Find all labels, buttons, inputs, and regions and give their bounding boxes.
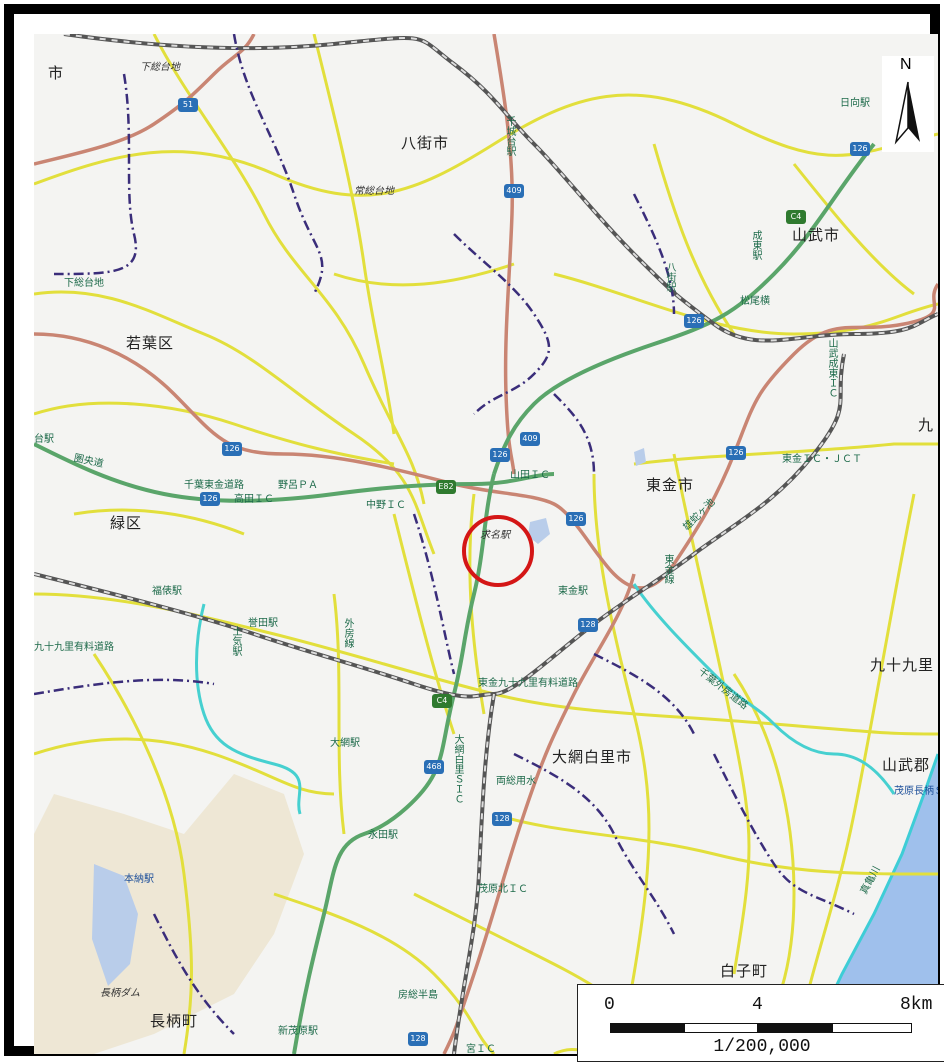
label-nagara-dam: 本納駅 bbox=[124, 874, 154, 885]
label-masaki-river: 茂原長柄ＳＩＣ bbox=[894, 786, 938, 797]
label-station-left: 九十九里有料道路 bbox=[34, 642, 114, 653]
label-okebata-ike: 求名駅 bbox=[480, 530, 510, 541]
administrative-boundaries bbox=[34, 34, 855, 1035]
place-nagara-town: 長柄町 bbox=[150, 1012, 199, 1030]
okebata-pond bbox=[528, 518, 550, 544]
label-honda-station: 福俵駅 bbox=[152, 586, 182, 597]
label-togane-ic-jct: 山田ＩＣ bbox=[510, 470, 550, 481]
map-canvas: 八街市 山武市 若葉区 東金市 緑区 九十九里 大網白里市 山武郡 白子町 長柄… bbox=[34, 34, 938, 1054]
label-ryoso-yosui: 大網白里ＳＩＣ bbox=[452, 734, 463, 804]
route-shield-128c: 128 bbox=[408, 1032, 428, 1046]
east-pond bbox=[634, 448, 646, 466]
scale-segment-3 bbox=[758, 1023, 832, 1033]
route-shield-128b: 128 bbox=[492, 812, 512, 826]
label-matsuo: 日向駅 bbox=[840, 98, 870, 109]
north-label: N bbox=[900, 56, 912, 73]
route-shield-126c: 126 bbox=[222, 442, 242, 456]
north-arrow-icon bbox=[894, 81, 920, 145]
label-ic-left: 台駅 bbox=[34, 434, 54, 445]
place-sammu-city: 山武市 bbox=[792, 226, 841, 244]
scale-mid-label: 4 bbox=[752, 995, 763, 1015]
label-chiba-sotobo-road: 土気駅 bbox=[230, 626, 241, 656]
label-motome-station: 東金ＩＣ・ＪＣＴ bbox=[782, 454, 862, 465]
map-frame: 八街市 山武市 若葉区 東金市 緑区 九十九里 大網白里市 山武郡 白子町 長柄… bbox=[4, 4, 944, 1062]
place-kujukuri: 九十九里 bbox=[870, 656, 935, 674]
label-nakano-ic: 野呂ＰＡ bbox=[278, 480, 318, 491]
label-nono-pa: 高田ＩＣ bbox=[234, 494, 274, 505]
label-togane-station: 東金線 bbox=[662, 554, 673, 584]
scale-segment-1 bbox=[610, 1023, 684, 1033]
label-chishirodai-station: 下総台地 bbox=[64, 278, 104, 289]
label-toke-station: 外房線 bbox=[342, 618, 353, 648]
place-yachimata-city: 八街市 bbox=[401, 134, 450, 152]
place-togane-city: 東金市 bbox=[646, 476, 695, 494]
label-fukutawara-station: 東金駅 bbox=[558, 586, 588, 597]
label-boso-hanto: 長柄ダム bbox=[100, 988, 140, 999]
route-shield-126a: 126 bbox=[850, 142, 870, 156]
route-shield-e82: E82 bbox=[436, 480, 456, 494]
route-shield-51: 51 bbox=[178, 98, 198, 112]
hill-shading bbox=[34, 774, 304, 1054]
label-mobara-nagara-sic: 新茂原駅 bbox=[278, 1026, 318, 1037]
label-shin-mobara-station: 房総半島 bbox=[398, 990, 438, 1001]
north-arrow: N bbox=[882, 56, 934, 152]
route-shield-126f: 126 bbox=[200, 492, 220, 506]
route-shield-126b: 126 bbox=[684, 314, 704, 328]
place-midori-ku: 緑区 bbox=[110, 514, 143, 532]
route-shield-409b: 409 bbox=[520, 432, 540, 446]
label-hyuga-station: 八街駅 bbox=[664, 262, 675, 292]
label-honno-station: 茂原北ＩＣ bbox=[478, 884, 528, 895]
scale-segment-4 bbox=[832, 1023, 912, 1033]
label-sammu-narito-ic: 松尾横 bbox=[740, 296, 770, 307]
label-yachimata-station: 千城台駅 bbox=[504, 116, 515, 156]
map-graphics bbox=[34, 34, 938, 1054]
route-shield-468: 468 bbox=[424, 760, 444, 774]
place-ku-right: 九 bbox=[918, 416, 935, 434]
place-oamishirasato-city: 大網白里市 bbox=[552, 748, 633, 766]
scale-end-label: 8km bbox=[900, 995, 933, 1015]
expressways bbox=[34, 142, 876, 1054]
route-shield-409a: 409 bbox=[504, 184, 524, 198]
route-shield-c4b: C4 bbox=[432, 694, 452, 708]
label-oami-shirasato-sic: 大網駅 bbox=[330, 738, 360, 749]
label-shimousa-daichi-1: 下総台地 bbox=[140, 62, 180, 73]
label-nagata-station: 両総用水 bbox=[496, 776, 536, 787]
toll-roads bbox=[195, 583, 896, 815]
railways bbox=[34, 34, 938, 1054]
label-naruto-station: 山武成東ＩＣ bbox=[826, 338, 837, 398]
route-shield-126e: 126 bbox=[726, 446, 746, 460]
route-shield-c4a: C4 bbox=[786, 210, 806, 224]
place-sammu-gun: 山武郡 bbox=[882, 756, 931, 774]
scale-ratio: 1/200,000 bbox=[713, 1037, 811, 1057]
label-takada-ic: 千葉東金道路 bbox=[184, 480, 244, 491]
place-shi-left: 市 bbox=[48, 64, 65, 82]
sea-area bbox=[804, 754, 938, 1054]
label-sotobo-line: 誉田駅 bbox=[248, 618, 278, 629]
scale-bar: 0 4 8km 1/200,000 bbox=[577, 984, 944, 1062]
scale-segment-2 bbox=[684, 1023, 758, 1033]
label-mo-bottom: 宮ＩＣ bbox=[466, 1044, 496, 1054]
scale-zero-label: 0 bbox=[604, 995, 615, 1015]
route-shield-126d: 126 bbox=[490, 448, 510, 462]
nagara-dam-water bbox=[92, 864, 138, 986]
place-wakaba-ku: 若葉区 bbox=[126, 334, 175, 352]
route-shield-128a: 128 bbox=[578, 618, 598, 632]
label-yamada-ic: 中野ＩＣ bbox=[366, 500, 406, 511]
route-shield-126g: 126 bbox=[566, 512, 586, 526]
target-circle bbox=[462, 515, 534, 587]
label-joso-daichi: 常総台地 bbox=[354, 186, 394, 197]
label-ensokudo: 成東駅 bbox=[750, 230, 761, 260]
label-oami-station: 東金九十九里有料道路 bbox=[478, 678, 578, 689]
place-shirako-town: 白子町 bbox=[720, 962, 769, 980]
label-mobara-kita-ic: 永田駅 bbox=[368, 830, 398, 841]
